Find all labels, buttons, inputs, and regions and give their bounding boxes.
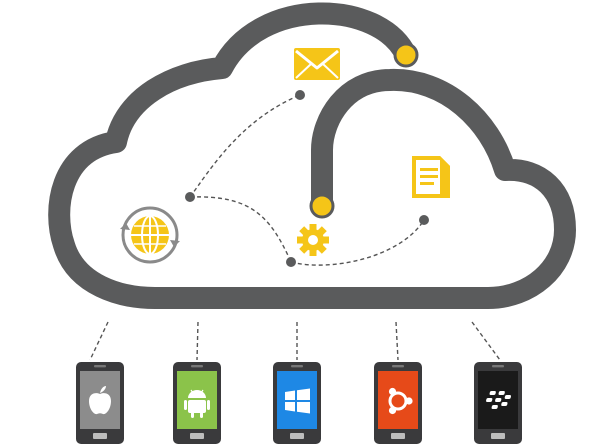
connector-gear-to-document [290, 219, 425, 266]
phone-apple [76, 362, 124, 444]
phone-windows [273, 362, 321, 444]
cloud-outline [48, 2, 576, 309]
blackberry-logo-icon [486, 391, 511, 409]
connector-drop [196, 321, 199, 361]
connector-drop [89, 321, 109, 361]
connector-globe-to-gear [189, 196, 292, 263]
windows-logo-icon [285, 388, 310, 414]
apple-logo-icon [89, 386, 111, 415]
connector-drop [395, 321, 399, 361]
ubuntu-logo-icon [388, 387, 413, 415]
connector-drop [471, 321, 501, 361]
connector-node [419, 215, 429, 225]
gear-icon [297, 224, 329, 256]
phone-ubuntu [374, 362, 422, 444]
phone-android [173, 362, 221, 444]
connector-node [185, 192, 195, 202]
globe-sync-icon [120, 206, 180, 264]
connector-globe-to-envelope [189, 94, 301, 198]
cloud-end-dot [309, 193, 335, 219]
connector-node [295, 90, 305, 100]
connector-node [286, 257, 296, 267]
envelope-icon [294, 48, 340, 80]
phone-blackberry [474, 362, 522, 444]
cloud-end-dot [393, 42, 419, 68]
android-robot-icon [184, 389, 210, 418]
document-icon [412, 156, 450, 198]
